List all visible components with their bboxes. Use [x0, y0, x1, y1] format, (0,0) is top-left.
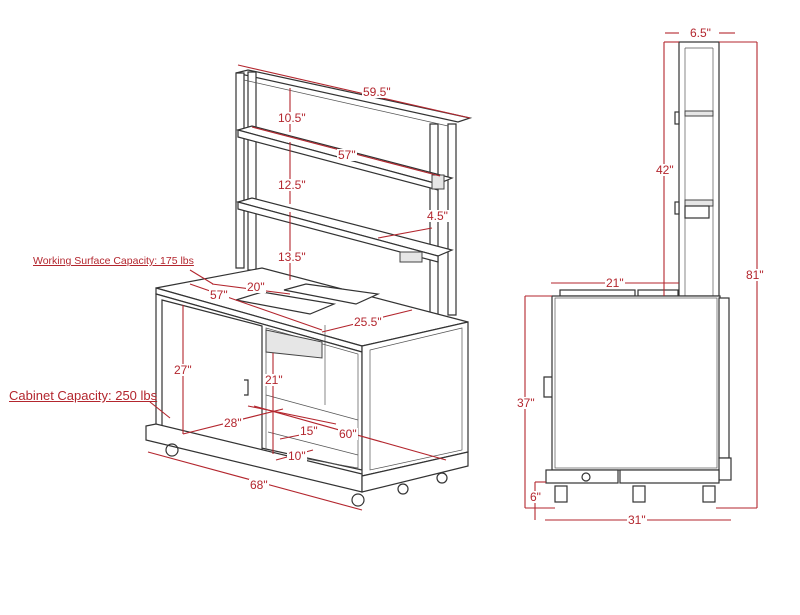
dim-upright-depth: 6.5" [689, 26, 712, 40]
dim-door-height: 27" [173, 363, 193, 377]
dim-surface-length: 57" [209, 288, 229, 302]
dim-shelf-gap-top: 10.5" [277, 111, 307, 125]
dim-cabinet-length: 60" [338, 427, 358, 441]
cabinet-body [145, 267, 469, 507]
dim-pan-width: 20" [246, 280, 266, 294]
dim-door-width: 28" [223, 416, 243, 430]
dim-interior-height: 21" [264, 373, 284, 387]
dim-caster-height: 6" [529, 490, 542, 504]
dim-base-length: 68" [249, 478, 269, 492]
cabinet-capacity: Cabinet Capacity: 250 lbs [9, 388, 158, 403]
dim-shelf-gap-bottom: 13.5" [277, 250, 307, 264]
working-surface-capacity: Working Surface Capacity: 175 lbs [33, 255, 194, 267]
side-view [543, 41, 732, 503]
dim-shelf-step: 10" [287, 449, 307, 463]
dim-interior-depth: 15" [299, 424, 319, 438]
dim-surface-depth: 25.5" [353, 315, 383, 329]
dim-overall-height: 81" [745, 268, 765, 282]
dim-overall-depth: 31" [627, 513, 647, 527]
dim-surface-depth-side: 21" [605, 276, 625, 290]
dim-shelf-length: 57" [337, 148, 357, 162]
dim-cabinet-height: 37" [516, 396, 536, 410]
dim-overall-width-top: 59.5" [362, 85, 392, 99]
dim-upright-height: 42" [655, 163, 675, 177]
dim-shelf-gap-middle: 12.5" [277, 178, 307, 192]
dim-shelf-depth: 4.5" [426, 209, 449, 223]
